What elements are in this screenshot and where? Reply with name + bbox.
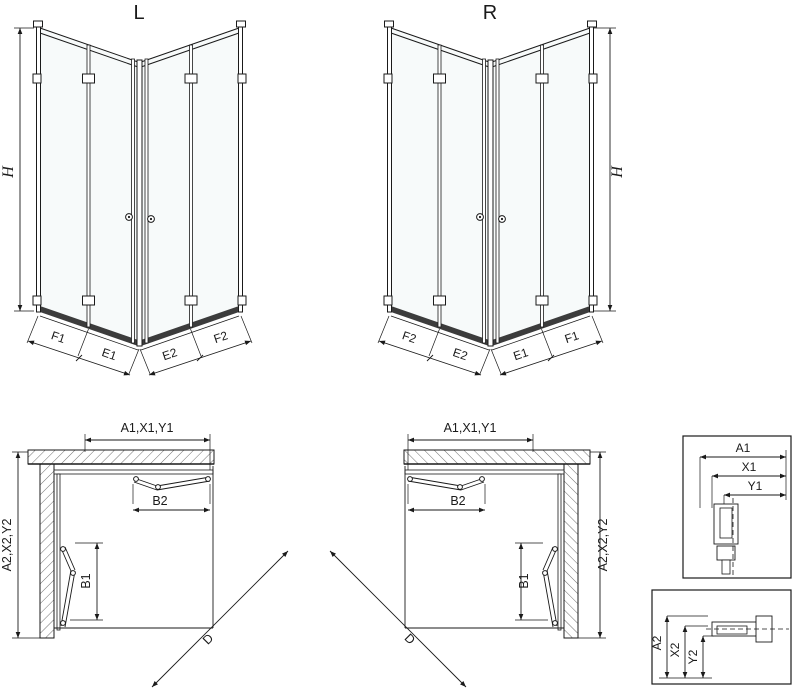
plan-view-left: A1,X1,Y1 A2,X2,Y2 B2 B1 D [0, 421, 288, 687]
detail-label-a1: A1 [736, 441, 751, 455]
plan-depth-label: A2,X2,Y2 [596, 519, 610, 572]
diagonal-label-d: D [200, 631, 216, 647]
detail-label-x1: X1 [742, 460, 757, 474]
plan-width-label: A1,X1,Y1 [444, 421, 497, 435]
dimension-label-f2: F2 [212, 328, 230, 346]
door-depth-label-b1: B1 [79, 573, 93, 588]
detail-label-x2: X2 [668, 642, 682, 657]
height-dimension-label: H [609, 165, 626, 179]
door-width-label-b2: B2 [152, 494, 167, 508]
detail-label-y2: Y2 [686, 649, 700, 664]
detail-label-a2: A2 [650, 635, 664, 650]
view-title-right: R [483, 2, 497, 24]
dimension-label-f1: F1 [49, 328, 67, 346]
detail-box-vertical-profile: A2 X2 Y2 [650, 589, 792, 685]
dimension-label-e1: E1 [512, 345, 531, 363]
iso-view-left: L H F1 E1 E2 F2 [0, 2, 252, 375]
plan-depth-label: A2,X2,Y2 [0, 519, 14, 572]
detail-box-horizontal-profile: A1 X1 Y1 [682, 435, 792, 579]
plan-width-label: A1,X1,Y1 [121, 421, 174, 435]
height-dimension-label: H [0, 165, 17, 179]
dimension-label-e2: E2 [451, 345, 470, 363]
dimension-label-e2: E2 [161, 345, 180, 363]
plan-view-right: A1,X1,Y1 A2,X2,Y2 B2 B1 D [330, 421, 610, 687]
dimension-label-f1: F1 [563, 328, 581, 346]
iso-view-right: R H F2 E2 E1 F1 [378, 2, 626, 375]
door-width-label-b2: B2 [450, 494, 465, 508]
dimension-label-e1: E1 [100, 345, 119, 363]
detail-label-y1: Y1 [748, 479, 763, 493]
diagonal-label-d: D [402, 631, 418, 647]
dimension-label-f2: F2 [400, 328, 418, 346]
view-title-left: L [133, 2, 144, 24]
door-depth-label-b1: B1 [517, 573, 531, 588]
